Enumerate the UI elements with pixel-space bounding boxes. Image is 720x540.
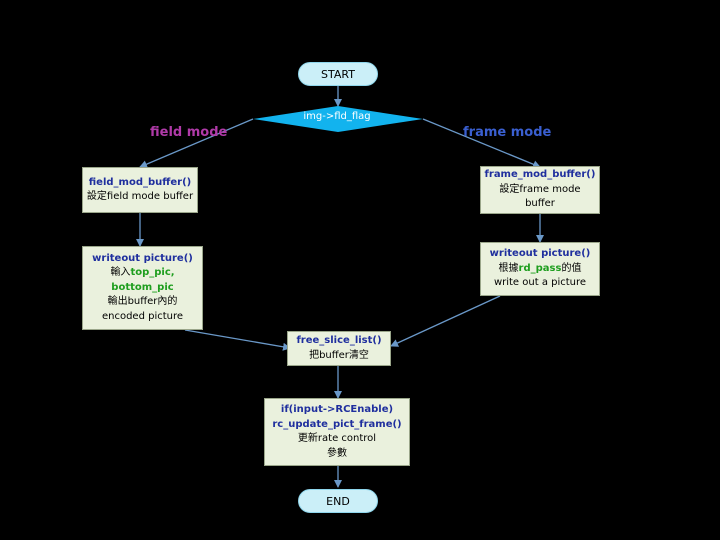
start-label: START bbox=[321, 67, 355, 81]
edge-frame-writeout-free bbox=[390, 295, 501, 347]
frame-mod-buffer-box: frame_mod_buffer() 設定frame mode buffer bbox=[480, 166, 600, 214]
description: buffer bbox=[525, 198, 555, 210]
prefix-text: 輸入 bbox=[110, 267, 131, 279]
description: 輸出buffer內的 bbox=[107, 296, 178, 308]
description: write out a picture bbox=[493, 277, 587, 289]
decision-diamond bbox=[253, 106, 423, 132]
function-name: rc_update_pict_frame() bbox=[272, 418, 402, 430]
branch-label-field-mode: field mode bbox=[150, 125, 228, 140]
rc-update-box: if(input->RCEnable) rc_update_pict_frame… bbox=[264, 398, 410, 466]
description: 設定frame mode bbox=[499, 183, 581, 195]
condition-text: if(input->RCEnable) bbox=[280, 404, 394, 415]
description: 設定field mode buffer bbox=[86, 191, 194, 202]
suffix-text: 的值 bbox=[561, 262, 582, 274]
variable-rd-pass: rd_pass bbox=[518, 262, 562, 274]
prefix-text: 根據 bbox=[498, 262, 519, 274]
function-name: writeout picture() bbox=[92, 252, 193, 264]
end-terminal: END bbox=[298, 489, 378, 513]
description: encoded picture bbox=[101, 310, 184, 322]
start-terminal: START bbox=[298, 62, 378, 86]
variable-top-pic: top_pic, bbox=[130, 267, 175, 279]
condition-line: 根據rd_pass的值 bbox=[499, 262, 582, 277]
function-name: free_slice_list() bbox=[296, 335, 382, 346]
input-line: 輸入top_pic, bbox=[110, 266, 174, 281]
end-label: END bbox=[326, 494, 350, 508]
edge-field-writeout-free bbox=[184, 329, 291, 351]
frame-writeout-box: writeout picture() 根據rd_pass的值 write out… bbox=[480, 242, 600, 296]
decision-label: img->fld_flag bbox=[303, 111, 371, 122]
description: 把buffer清空 bbox=[309, 349, 369, 361]
function-name: frame_mod_buffer() bbox=[484, 169, 596, 181]
free-slice-list-box: free_slice_list() 把buffer清空 bbox=[287, 331, 391, 366]
field-writeout-box: writeout picture() 輸入top_pic, bottom_pic… bbox=[82, 246, 203, 330]
branch-label-frame-mode: frame mode bbox=[463, 125, 552, 140]
description: 更新rate control bbox=[297, 433, 377, 444]
variable-bottom-pic: bottom_pic bbox=[111, 281, 174, 293]
edge-decision-field bbox=[139, 118, 254, 168]
description: 參數 bbox=[327, 447, 347, 459]
function-name: writeout picture() bbox=[489, 248, 591, 260]
edge-decision-frame bbox=[422, 118, 541, 169]
field-mod-buffer-box: field_mod_buffer() 設定field mode buffer bbox=[82, 167, 198, 213]
function-name: field_mod_buffer() bbox=[88, 176, 192, 188]
